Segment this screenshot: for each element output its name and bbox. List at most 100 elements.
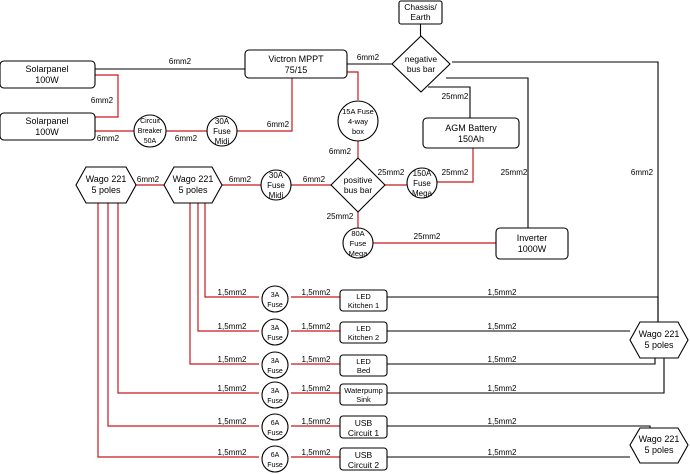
circuit-fuses: 3A Fuse 3A Fuse 3A Fuse 3A Fuse 6A Fuse … xyxy=(261,285,289,473)
svg-text:Kitchen 1: Kitchen 1 xyxy=(348,301,379,310)
svg-text:Wago 221: Wago 221 xyxy=(173,174,214,184)
wire-label: 1,5mm2 xyxy=(218,288,247,297)
svg-text:Breaker: Breaker xyxy=(138,128,163,135)
circuit-fuse-3: 3A Fuse xyxy=(261,351,289,379)
victron-mppt: Victron MPPT 75/15 xyxy=(244,49,348,79)
wire-label: 1,5mm2 xyxy=(488,288,517,297)
svg-text:5 poles: 5 poles xyxy=(644,445,674,455)
wire-led-bed-return xyxy=(387,357,656,365)
wire-fuse-mppt xyxy=(237,78,293,132)
circuit-breaker: Circuit Breaker 50A xyxy=(133,114,167,148)
wire-label: 6mm2 xyxy=(357,53,380,62)
wire-label: 6mm2 xyxy=(631,168,654,177)
svg-text:LED: LED xyxy=(356,357,371,366)
svg-text:Wago 221: Wago 221 xyxy=(639,434,680,444)
wire-label: 1,5mm2 xyxy=(218,322,247,331)
wire-label: 1,5mm2 xyxy=(488,322,517,331)
wire-label: 6mm2 xyxy=(97,134,120,143)
svg-text:Inverter: Inverter xyxy=(517,233,548,243)
svg-text:Sink: Sink xyxy=(356,395,371,404)
svg-text:AGM Battery: AGM Battery xyxy=(445,123,497,133)
svg-text:6A: 6A xyxy=(271,420,280,427)
solarpanel-2: Solarpanel 100W xyxy=(0,112,96,141)
svg-text:Fuse: Fuse xyxy=(267,398,283,405)
load-usb-circuit-2: USB Circuit 2 xyxy=(339,447,388,471)
circuit-fuse-1: 3A Fuse xyxy=(261,285,289,313)
svg-text:Fuse: Fuse xyxy=(267,302,283,309)
wire-label: 6mm2 xyxy=(303,175,326,184)
agm-battery: AGM Battery 150Ah xyxy=(422,117,520,149)
wire-wago-fuse-c1 xyxy=(204,203,259,298)
wire-label: 6mm2 xyxy=(169,57,192,66)
wire-label: 6mm2 xyxy=(137,175,160,184)
svg-text:150Ah: 150Ah xyxy=(458,134,484,144)
svg-text:box: box xyxy=(352,127,364,136)
wire-usb1-return xyxy=(387,425,651,428)
svg-text:15A Fuse: 15A Fuse xyxy=(342,107,374,116)
svg-text:3A: 3A xyxy=(271,358,280,365)
svg-text:Fuse: Fuse xyxy=(413,179,431,188)
load-usb-circuit-1: USB Circuit 1 xyxy=(339,415,388,439)
wire-mega150-battery xyxy=(437,148,474,183)
svg-text:3A: 3A xyxy=(271,325,280,332)
fuse-mega-80a: 80A Fuse Mega xyxy=(342,227,374,259)
fuse-4way-box: 15A Fuse 4-way box xyxy=(337,100,379,142)
svg-text:1000W: 1000W xyxy=(518,244,547,254)
wire-wago-fuse-c6 xyxy=(97,203,259,458)
wire-label: 6mm2 xyxy=(175,134,198,143)
wire-solar-series xyxy=(95,74,119,118)
svg-text:80A: 80A xyxy=(351,229,364,238)
svg-text:Circuit 1: Circuit 1 xyxy=(348,428,379,438)
svg-text:50A: 50A xyxy=(144,138,157,145)
wire-label: 1,5mm2 xyxy=(302,417,331,426)
load-led-kitchen-1: LED Kitchen 1 xyxy=(339,289,388,312)
svg-text:Fuse: Fuse xyxy=(267,335,283,342)
wire-label: 25mm2 xyxy=(442,92,469,101)
wire-label: 25mm2 xyxy=(378,168,405,177)
wire-label: 25mm2 xyxy=(327,212,354,221)
svg-text:Fuse: Fuse xyxy=(213,127,231,136)
svg-text:LED: LED xyxy=(356,292,371,301)
svg-text:USB: USB xyxy=(355,450,373,460)
svg-text:Fuse: Fuse xyxy=(267,181,285,190)
svg-text:100W: 100W xyxy=(35,75,59,85)
svg-text:150A: 150A xyxy=(413,169,432,178)
wire-label: 1,5mm2 xyxy=(218,384,247,393)
svg-text:3A: 3A xyxy=(271,388,280,395)
wire-negbus-battery xyxy=(428,86,471,118)
svg-text:Bed: Bed xyxy=(357,366,370,375)
svg-text:75/15: 75/15 xyxy=(285,65,308,75)
wire-label: 25mm2 xyxy=(442,168,469,177)
fuse-midi-positive: 30A Fuse Midi xyxy=(260,169,292,201)
wire-label: 25mm2 xyxy=(501,168,528,177)
svg-text:bus bar: bus bar xyxy=(344,185,373,195)
svg-text:4-way: 4-way xyxy=(348,117,368,126)
svg-text:5 poles: 5 poles xyxy=(91,185,121,195)
wire-label: 1,5mm2 xyxy=(218,417,247,426)
fuse-mega-150a: 150A Fuse Mega xyxy=(406,167,438,199)
svg-text:30A: 30A xyxy=(215,117,230,126)
wire-wago-fuse-c3 xyxy=(189,203,259,365)
wire-label: 1,5mm2 xyxy=(302,384,331,393)
svg-text:5 poles: 5 poles xyxy=(644,340,674,350)
wire-label: 6mm2 xyxy=(267,120,290,129)
wires xyxy=(95,61,665,458)
wire-wago-fuse-c4 xyxy=(117,203,259,394)
svg-text:Midi: Midi xyxy=(215,137,230,146)
svg-text:Victron MPPT: Victron MPPT xyxy=(268,54,324,64)
wire-label: 6mm2 xyxy=(229,175,252,184)
load-led-bed: LED Bed xyxy=(339,354,388,377)
wago-221-left: Wago 221 5 poles xyxy=(75,166,137,204)
wago-221-right-upper: Wago 221 5 poles xyxy=(629,321,689,359)
wire-label: 1,5mm2 xyxy=(488,417,517,426)
svg-text:Waterpump: Waterpump xyxy=(344,386,383,395)
wire-led-k1-return xyxy=(387,296,659,322)
wire-inverter-negative xyxy=(446,77,529,228)
svg-text:Fuse: Fuse xyxy=(350,239,367,248)
wire-negbus-wago-right xyxy=(452,61,659,322)
circuit-fuse-2: 3A Fuse xyxy=(261,318,289,346)
circuit-fuse-6: 6A Fuse xyxy=(261,445,289,473)
circuit-fuse-5: 6A Fuse xyxy=(261,413,289,441)
svg-text:Wago 221: Wago 221 xyxy=(86,174,127,184)
svg-text:Circuit: Circuit xyxy=(140,118,160,125)
